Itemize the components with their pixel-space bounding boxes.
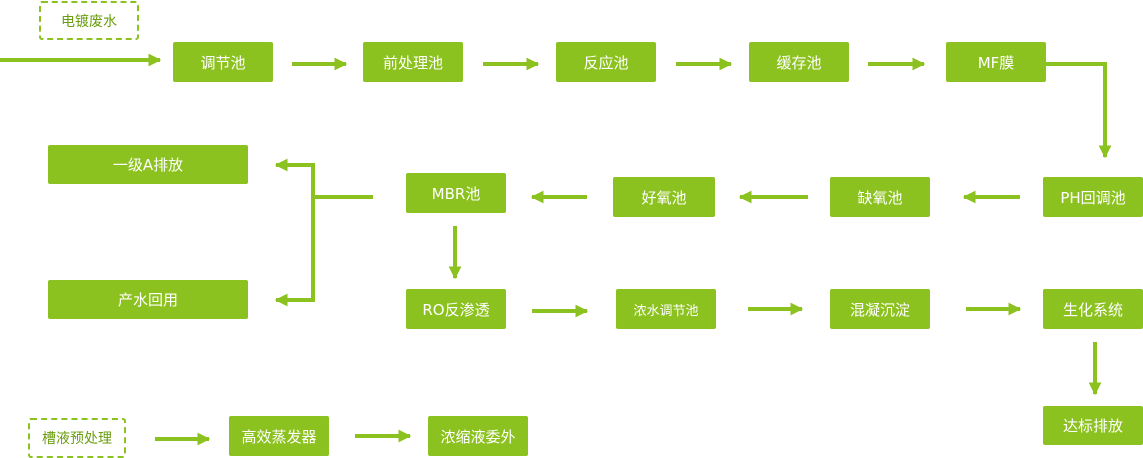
node-reaction-tank: 反应池 [556,42,656,82]
node-ph-adjust-tank: PH回调池 [1043,177,1143,217]
node-water-reuse: 产水回用 [48,280,248,319]
node-standard-discharge: 达标排放 [1043,406,1143,445]
node-high-efficiency-evaporator: 高效蒸发器 [229,416,329,456]
node-class-a-discharge: 一级A排放 [48,145,248,184]
node-pretreatment-tank: 前处理池 [363,42,463,82]
node-aerobic-tank: 好氧池 [613,177,715,217]
node-mbr-tank: MBR池 [406,173,506,213]
arrow-split-to-reuse [274,197,315,307]
node-concentrate-regulating-tank: 浓水调节池 [616,289,716,329]
node-biochemical-system: 生化系统 [1043,289,1143,329]
start-wastewater: 电镀废水 [39,1,139,40]
node-ro-reverse-osmosis: RO反渗透 [406,289,506,329]
arrow-mf-to-ph [1046,62,1112,159]
node-buffer-tank: 缓存池 [749,42,849,82]
start-bath-pretreatment: 槽液预处理 [28,418,126,458]
node-concentrate-outsourcing: 浓缩液委外 [428,416,528,456]
node-anoxic-tank: 缺氧池 [830,177,930,217]
node-mf-membrane: MF膜 [946,42,1046,82]
node-coagulation-sedimentation: 混凝沉淀 [830,289,930,329]
node-regulating-tank: 调节池 [173,42,273,82]
arrow-split-to-discharge [274,158,315,197]
